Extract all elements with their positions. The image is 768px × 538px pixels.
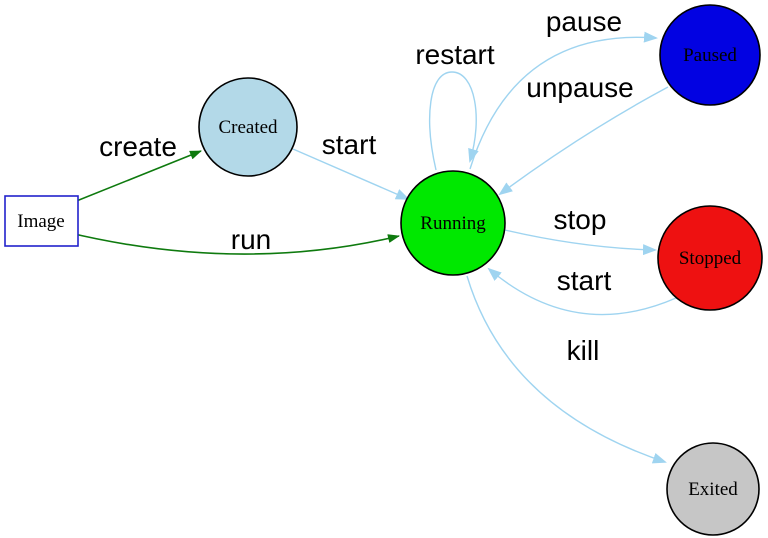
edge-kill — [466, 275, 667, 464]
node-paused-label: Paused — [683, 45, 737, 66]
edge-create — [63, 150, 202, 207]
node-running: Running — [400, 170, 506, 276]
edge-label-start-created-running: start — [322, 129, 377, 160]
node-exited-shape — [666, 442, 760, 536]
edge-start-stopped-running — [487, 267, 677, 316]
node-created: Created — [198, 77, 298, 177]
edges — [63, 31, 677, 464]
node-paused-shape — [659, 4, 761, 106]
node-stopped: Stopped — [657, 205, 763, 311]
edge-label-stop: stop — [554, 204, 607, 235]
edge-label-unpause: unpause — [526, 72, 633, 103]
node-running-shape — [400, 170, 506, 276]
node-image-label: Image — [17, 211, 64, 232]
node-created-shape — [198, 77, 298, 177]
edge-label-kill: kill — [567, 335, 600, 366]
edge-label-create: create — [99, 131, 177, 162]
edge-labels: create run start restart pause unpause s… — [99, 6, 634, 366]
edge-label-pause: pause — [546, 6, 622, 37]
node-stopped-label: Stopped — [679, 248, 742, 269]
node-exited-label: Exited — [688, 479, 738, 500]
edge-restart-self-loop — [429, 71, 479, 171]
edge-start-created-running — [292, 148, 410, 200]
node-exited: Exited — [666, 442, 760, 536]
node-running-label: Running — [420, 213, 486, 234]
node-image: Image — [4, 195, 79, 247]
edge-label-start-stopped-running: start — [557, 265, 612, 296]
edge-stop — [504, 229, 657, 256]
nodes: Image Created Running Paused Stopped Exi… — [4, 4, 763, 536]
edge-unpause — [498, 86, 669, 196]
edge-label-run: run — [231, 224, 271, 255]
node-image-shape — [4, 195, 79, 247]
node-stopped-shape — [657, 205, 763, 311]
edge-pause — [469, 31, 658, 170]
edge-label-restart: restart — [415, 39, 495, 70]
node-created-label: Created — [218, 117, 278, 138]
node-paused: Paused — [659, 4, 761, 106]
edge-run — [65, 231, 400, 255]
